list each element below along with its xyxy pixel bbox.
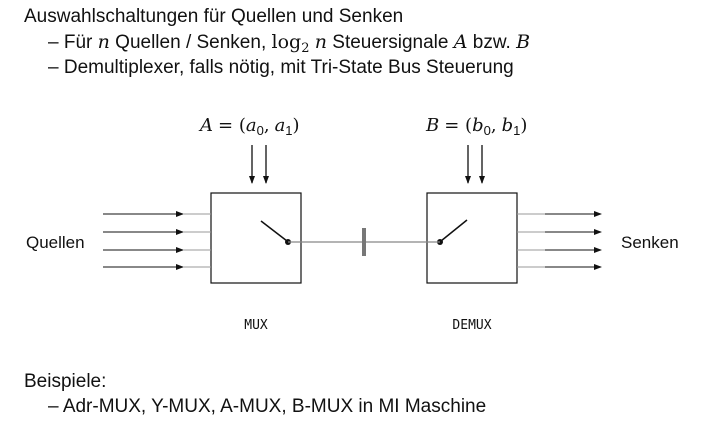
heading-text: Auswahlschaltungen für Quellen und Senke… <box>24 6 404 27</box>
sources-label: Quellen <box>26 233 85 252</box>
mux-box <box>210 192 302 284</box>
demux-control-label: B = (b0, b1) <box>426 115 528 138</box>
bullet-dash: – <box>48 32 59 53</box>
demux-switch <box>440 219 468 242</box>
bullet-dash: – <box>48 396 59 417</box>
bullet-1: – Für n Quellen / Senken, log2 n Steuers… <box>48 31 531 56</box>
bullet-text: Quellen / Senken, <box>115 32 267 53</box>
math-n2: n <box>314 31 327 53</box>
mux-label: MUX <box>244 318 268 333</box>
sinks-label: Senken <box>621 233 679 252</box>
demux-label: DEMUX <box>452 318 491 333</box>
mux-switch <box>260 220 288 242</box>
mux-control-label: A = (a0, a1) <box>200 115 300 138</box>
bullet-text: Demultiplexer, falls nötig, mit Tri-Stat… <box>63 57 514 78</box>
demux-box <box>426 192 518 284</box>
bullet-text: bzw. <box>472 32 511 53</box>
bullet-text: Steuersignale <box>332 32 449 53</box>
bullet-dash: – <box>48 57 59 78</box>
math-n: n <box>97 31 110 53</box>
math-log: log2 <box>271 31 310 56</box>
example-bullet-1: – Adr-MUX, Y-MUX, A-MUX, B-MUX in MI Mas… <box>48 396 486 418</box>
math-A: A <box>453 31 468 53</box>
example-text: Adr-MUX, Y-MUX, A-MUX, B-MUX in MI Masch… <box>62 396 487 417</box>
examples-heading: Beispiele: <box>24 371 107 392</box>
tristate-bar <box>362 228 366 256</box>
heading: Auswahlschaltungen für Quellen und Senke… <box>24 6 403 28</box>
bullet-2: – Demultiplexer, falls nötig, mit Tri-St… <box>48 57 514 79</box>
bullet-text: Für <box>63 32 93 53</box>
math-B: B <box>516 31 531 53</box>
